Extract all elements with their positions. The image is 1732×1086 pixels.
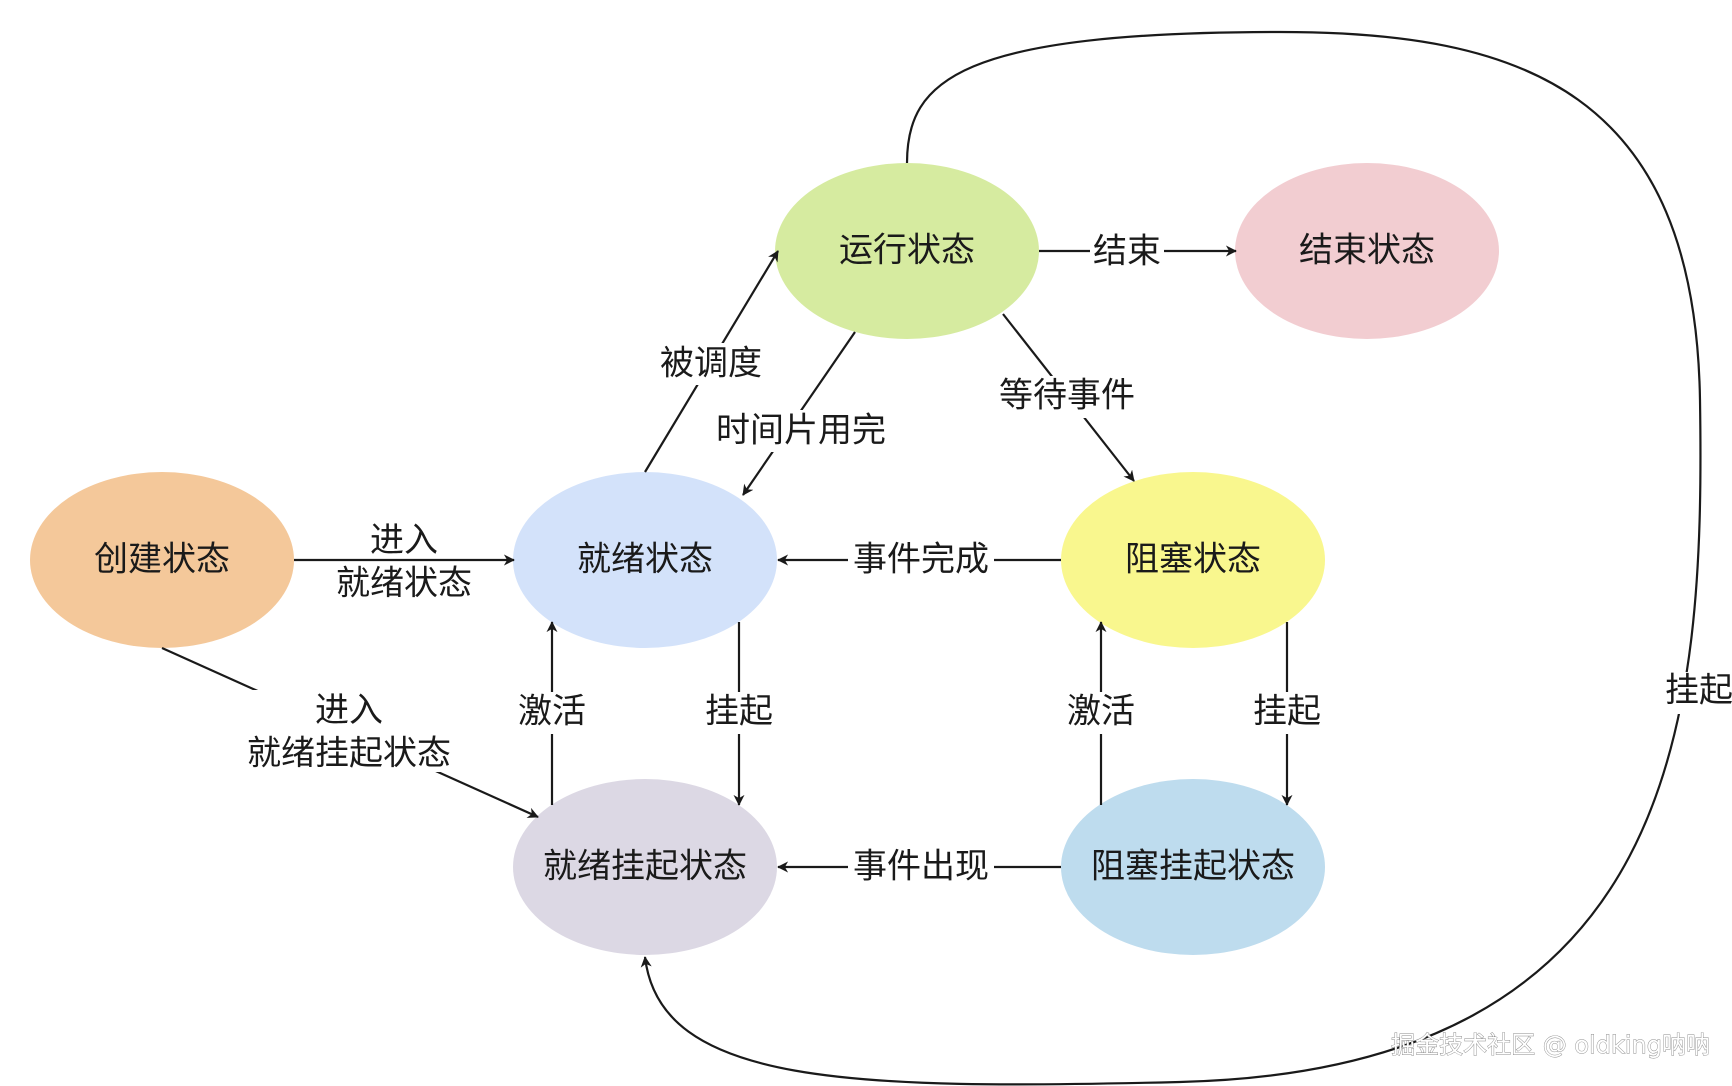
edge-label-bg-blocked-to-blocked-suspended [1250,692,1324,734]
edge-label-blocked-to-ready: 事件完成 [853,540,989,580]
edge-label-bg-blocked-suspended-to-ready-suspended [848,847,994,889]
edge-running-to-ready-suspended [640,30,1702,1086]
edge-label-running-to-blocked: 等待事件 [999,376,1135,416]
node-ready [513,472,777,648]
edge-label-blocked-suspended-to-ready-suspended: 事件出现 [853,847,989,887]
edge-label-bg-created-to-ready-suspended [240,690,458,772]
node-blocked-suspended-label: 阻塞挂起状态 [1091,847,1295,887]
edge-label-bg-ready-to-running [656,343,768,385]
edge-label-created-to-ready-line2: 就绪状态 [336,564,472,604]
edge-label-bg-ready-to-ready-suspended [702,692,776,734]
edge-label-bg-blocked-suspended-to-blocked [1064,692,1138,734]
node-ready-suspended [513,779,777,955]
edge-label-ready-to-running: 被调度 [660,344,762,384]
edge-label-blocked-suspended-to-blocked: 激活 [1067,692,1135,732]
edge-label-bg-running-to-terminated [1090,230,1164,272]
node-ready-label: 就绪状态 [577,540,713,580]
edge-label-bg-running-to-blocked [994,376,1140,418]
edge-label-created-to-ready-suspended-line2: 就绪挂起状态 [247,734,451,774]
edge-label-ready-to-ready-suspended: 挂起 [705,692,773,732]
edge-label-running-to-terminated: 结束 [1093,232,1161,272]
node-terminated-label: 结束状态 [1299,231,1435,271]
node-terminated [1235,163,1499,339]
node-created-label: 创建状态 [94,540,230,580]
node-running-label: 运行状态 [839,231,975,271]
node-blocked-label: 阻塞状态 [1125,540,1261,580]
edge-label-running-to-ready-suspended: 挂起 [1665,671,1732,711]
watermark-text: 掘金技术社区 @ oldking呐呐 [1391,1031,1710,1059]
edge-label-bg-blocked-to-ready [848,540,994,582]
edge-label-bg-running-to-ready-suspended [1662,672,1732,714]
edge-label-running-to-ready: 时间片用完 [716,411,886,451]
edge-label-ready-suspended-to-ready: 激活 [518,692,586,732]
node-blocked-suspended [1061,779,1325,955]
edge-label-blocked-to-blocked-suspended: 挂起 [1253,692,1321,732]
edge-label-created-to-ready-line1: 进入 [370,521,438,561]
edge-label-bg-ready-suspended-to-ready [515,692,589,734]
node-created [30,472,294,648]
edge-label-created-to-ready-suspended-line1: 进入 [315,691,383,731]
edge-label-bg-running-to-ready [712,410,890,452]
node-running [775,163,1039,339]
node-blocked [1061,472,1325,648]
node-ready-suspended-label: 就绪挂起状态 [543,847,747,887]
